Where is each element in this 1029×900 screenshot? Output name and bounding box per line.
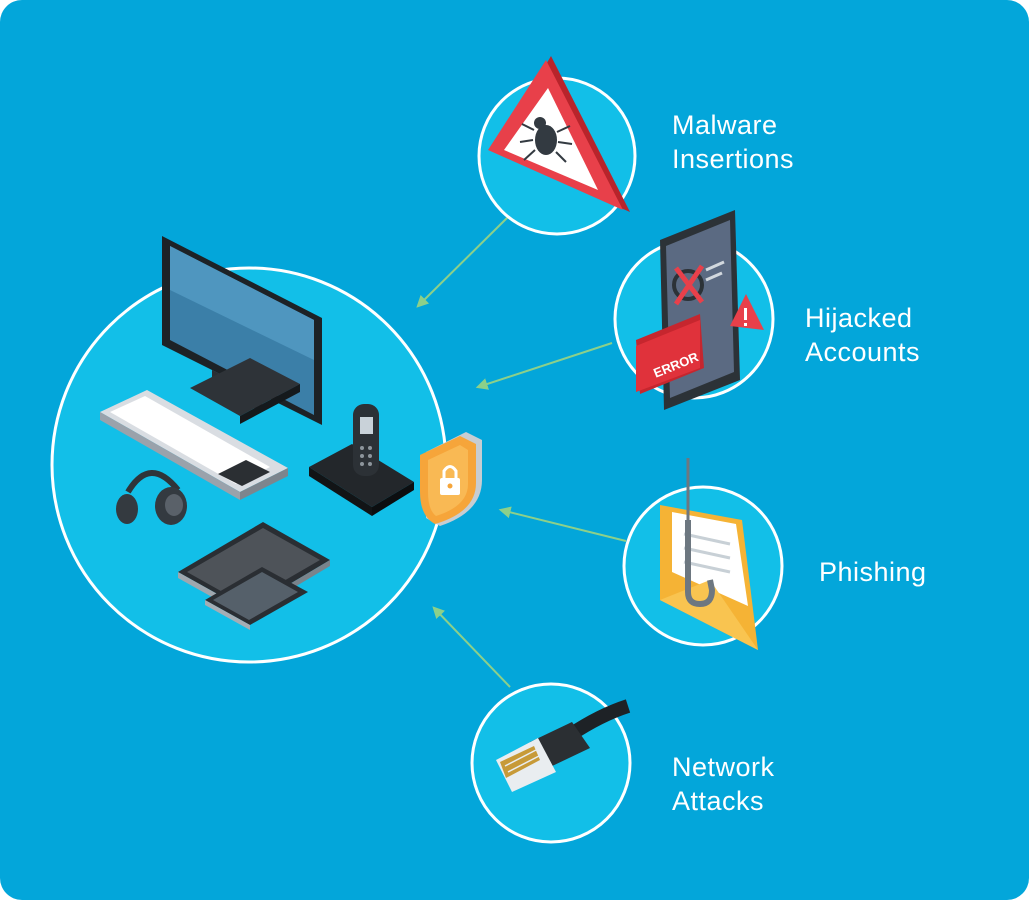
threat-circle-malware	[477, 56, 637, 236]
fishhook-envelope-icon	[660, 458, 758, 650]
arrow-malware	[416, 216, 509, 308]
threat-label-network: Network Attacks	[672, 750, 775, 818]
threat-label-line: Insertions	[672, 144, 795, 174]
threat-label-line: Phishing	[819, 557, 927, 587]
threat-label-line: Network	[672, 752, 775, 782]
threat-circle-network	[470, 682, 632, 844]
threat-label-line: Accounts	[805, 337, 921, 367]
shield-lock-icon	[420, 432, 482, 526]
threat-label-malware: Malware Insertions	[672, 108, 794, 176]
ethernet-cable-icon	[496, 699, 631, 792]
threat-label-hijacked: Hijacked Accounts	[805, 301, 920, 369]
threat-label-phishing: Phishing	[819, 555, 927, 589]
arrow-hijacked	[475, 342, 613, 390]
threat-circle-hijacked: ERROR	[613, 210, 775, 410]
bug-warning-icon	[488, 56, 630, 212]
arrow-phishing	[498, 506, 627, 542]
smartphone-icon	[205, 567, 308, 630]
cordless-phone-icon	[309, 404, 414, 516]
keyboard-icon	[100, 390, 288, 500]
threat-label-line: Malware	[672, 110, 778, 140]
threat-label-line: Attacks	[672, 786, 765, 816]
phone-error-icon: ERROR	[636, 210, 764, 410]
connector-arrows	[416, 216, 627, 688]
threat-label-line: Hijacked	[805, 303, 913, 333]
headset-icon	[116, 470, 187, 525]
threat-circle-phishing	[622, 458, 784, 650]
monitor-icon	[162, 236, 322, 425]
arrow-network	[432, 606, 511, 688]
